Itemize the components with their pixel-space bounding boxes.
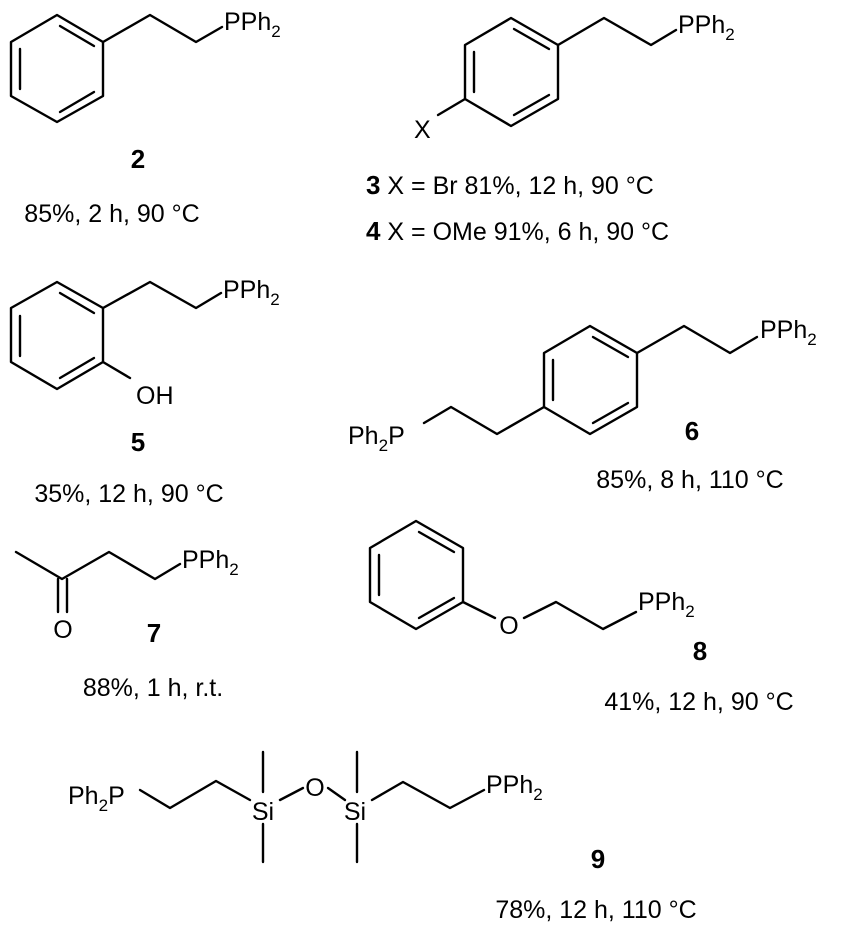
hydroxyl-bond bbox=[101, 360, 132, 380]
ring-double-bond bbox=[58, 90, 96, 114]
carbon-chain bbox=[14, 550, 182, 581]
compound-2-number: 2 bbox=[131, 144, 145, 174]
ether-o-label: O bbox=[499, 612, 518, 640]
compound-9-conditions: 78%, 12 h, 110 °C bbox=[495, 896, 696, 924]
o-si-bond bbox=[326, 786, 347, 802]
si-label-right: Si bbox=[344, 798, 366, 826]
ethyl-chain-left bbox=[138, 779, 252, 810]
compound-7-number: 7 bbox=[147, 618, 161, 648]
compound-8-structure: O PPh2 bbox=[368, 519, 695, 640]
compound-3-line: 3 X = Br 81%, 12 h, 90 °C bbox=[366, 170, 654, 200]
ring-double-bond bbox=[58, 356, 96, 380]
siloxane-o-label: O bbox=[305, 774, 324, 802]
si-o-bond bbox=[278, 786, 305, 802]
pph2-label: PPh2 bbox=[760, 316, 817, 349]
compound-5-number: 5 bbox=[131, 427, 145, 457]
ring-double-bond bbox=[58, 291, 96, 315]
compound-2-structure: PPh2 bbox=[9, 8, 281, 124]
compound-8-conditions: 41%, 12 h, 90 °C bbox=[604, 688, 793, 716]
ether-bond bbox=[461, 600, 497, 620]
compound-4-line: 4 X = OMe 91%, 6 h, 90 °C bbox=[366, 216, 669, 246]
ethyl-chain bbox=[556, 16, 678, 47]
compound-6-conditions: 85%, 8 h, 110 °C bbox=[596, 466, 783, 494]
ethyl-chain bbox=[101, 280, 223, 310]
ring-double-bond bbox=[512, 27, 551, 51]
ethyl-chain-left bbox=[422, 405, 546, 436]
compound-7-structure: PPh2 O bbox=[14, 546, 239, 644]
substituent-bond bbox=[436, 97, 467, 117]
compound-6-number: 6 bbox=[685, 416, 699, 446]
ph2p-label: Ph2P bbox=[68, 782, 125, 815]
compound-5-structure: PPh2 OH bbox=[9, 276, 280, 410]
si-label-left: Si bbox=[252, 798, 274, 826]
ethyl-chain-right bbox=[370, 780, 486, 810]
benzene-ring bbox=[9, 280, 105, 391]
compound-9-number: 9 bbox=[591, 844, 605, 874]
carbonyl-o-label: O bbox=[53, 616, 72, 644]
pph2-label: PPh2 bbox=[678, 11, 735, 44]
compound-3-conditions: X = Br 81%, 12 h, 90 °C bbox=[380, 172, 653, 200]
ring-double-bond bbox=[591, 335, 630, 359]
ethyl-chain bbox=[101, 13, 224, 44]
ring-double-bond bbox=[512, 93, 551, 117]
compound-4-conditions: X = OMe 91%, 6 h, 90 °C bbox=[380, 218, 669, 246]
ring-double-bond bbox=[417, 530, 456, 554]
pph2-label: PPh2 bbox=[223, 276, 280, 309]
ring-double-bond bbox=[417, 596, 456, 620]
benzene-ring bbox=[463, 16, 560, 128]
ethyl-chain bbox=[522, 600, 638, 631]
pph2-label: PPh2 bbox=[182, 546, 239, 579]
oh-label: OH bbox=[136, 382, 174, 410]
ring-double-bond bbox=[58, 24, 96, 48]
compound-7-conditions: 88%, 1 h, r.t. bbox=[83, 674, 223, 702]
ethyl-chain-right bbox=[635, 324, 759, 355]
pph2-label: PPh2 bbox=[486, 771, 543, 804]
compound-3-number: 3 bbox=[366, 170, 380, 200]
compound-9-structure: Ph2P Si O Si PPh2 bbox=[68, 750, 543, 864]
compound-8-number: 8 bbox=[693, 636, 707, 666]
x-label: X bbox=[414, 116, 431, 144]
benzene-ring bbox=[542, 324, 639, 436]
benzene-ring bbox=[9, 13, 105, 124]
compound-2-conditions: 85%, 2 h, 90 °C bbox=[24, 200, 199, 228]
ph2p-label: Ph2P bbox=[348, 422, 405, 455]
pph2-label: PPh2 bbox=[638, 588, 695, 621]
benzene-ring bbox=[368, 519, 465, 631]
pph2-label: PPh2 bbox=[224, 8, 281, 41]
compound-6-structure: PPh2 Ph2P bbox=[348, 316, 817, 455]
ring-double-bond bbox=[591, 401, 630, 425]
compound-4-number: 4 bbox=[366, 216, 381, 246]
compound-5-conditions: 35%, 12 h, 90 °C bbox=[34, 480, 223, 508]
compound-3-4-structure: PPh2 X bbox=[414, 11, 735, 144]
